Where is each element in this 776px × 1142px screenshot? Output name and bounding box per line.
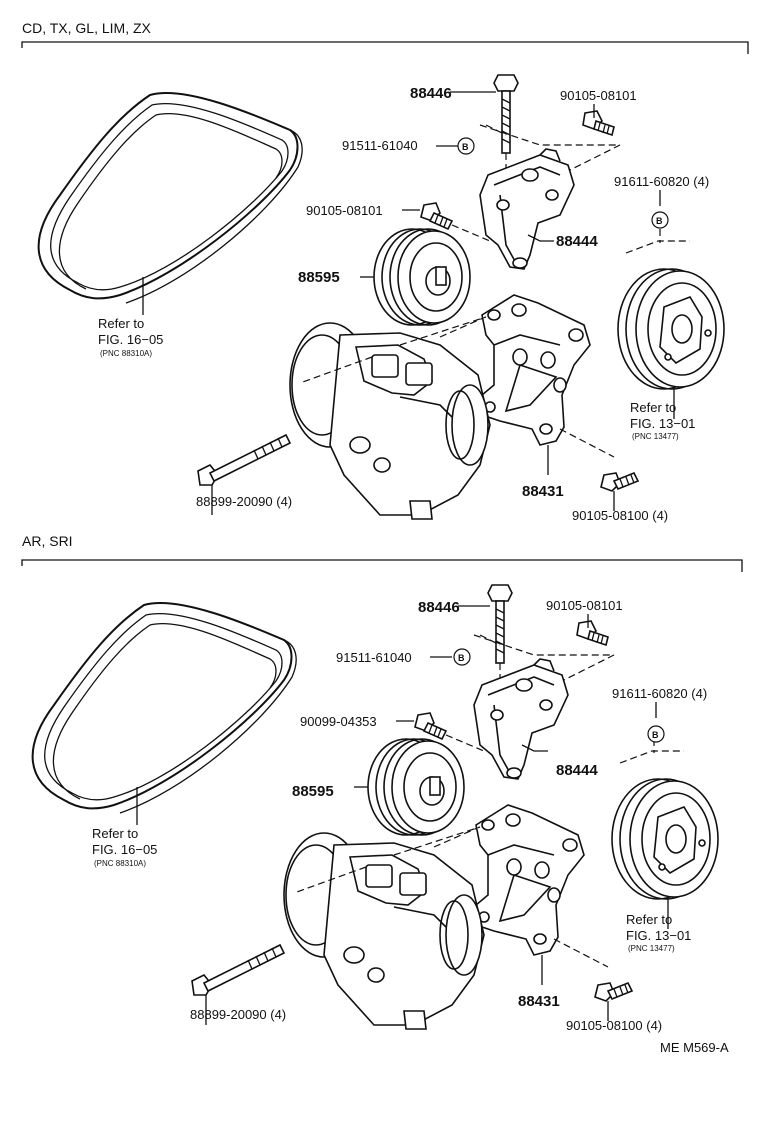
pulley-ref-pnc: (PNC 13477)	[632, 432, 679, 441]
section-1-header: CD, TX, GL, LIM, ZX	[22, 20, 152, 36]
pulley-ref-pnc-2: (PNC 13477)	[628, 944, 675, 953]
part-88595-2: 88595	[292, 783, 334, 800]
part-88446: 88446	[410, 85, 452, 102]
part-88431: 88431	[522, 483, 564, 500]
part-88899-20090: 88899-20090 (4)	[196, 494, 292, 509]
part-91611-60820-2: 91611-60820 (4)	[612, 686, 707, 701]
pulley-ref-line1: Refer to	[630, 400, 676, 415]
part-91511-61040: 91511-61040	[342, 138, 418, 153]
part-91611-60820: 91611-60820 (4)	[614, 174, 709, 189]
b-badge-1: B	[457, 137, 475, 155]
svg-text:B: B	[462, 142, 469, 152]
belt-ref-pnc-2: (PNC 88310A)	[94, 859, 146, 868]
part-88595: 88595	[298, 269, 340, 286]
part-88444: 88444	[556, 233, 598, 250]
pulley-ref-line2: FIG. 13−01	[630, 416, 695, 431]
part-88444-2: 88444	[556, 762, 598, 779]
belt-ref-line2-2: FIG. 16−05	[92, 842, 157, 857]
b-badge-4: B	[647, 725, 665, 743]
part-90105-08101-right-2: 90105-08101	[546, 598, 623, 613]
belt-ref-line1-2: Refer to	[92, 826, 138, 841]
pulley-ref-line1-2: Refer to	[626, 912, 672, 927]
svg-text:B: B	[656, 216, 663, 226]
b-badge-2: B	[651, 211, 669, 229]
footer-code: ME M569-A	[660, 1040, 729, 1055]
part-90105-08101-left: 90105-08101	[306, 203, 383, 218]
section-2-header: AR, SRI	[22, 533, 73, 549]
part-90105-08101-right: 90105-08101	[560, 88, 637, 103]
part-88446-2: 88446	[418, 599, 460, 616]
pulley-ref-line2-2: FIG. 13−01	[626, 928, 691, 943]
part-91511-61040-2: 91511-61040	[336, 650, 412, 665]
svg-text:B: B	[458, 653, 465, 663]
belt-ref-pnc: (PNC 88310A)	[100, 349, 152, 358]
part-88431-2: 88431	[518, 993, 560, 1010]
b-badge-3: B	[453, 648, 471, 666]
section-2-bracket-line	[21, 559, 743, 572]
belt-ref-line1: Refer to	[98, 316, 144, 331]
part-90099-04353: 90099-04353	[300, 714, 377, 729]
belt-ref-line2: FIG. 16−05	[98, 332, 163, 347]
section-1-bracket-line	[21, 41, 749, 54]
part-90105-08100-2: 90105-08100 (4)	[566, 1018, 662, 1033]
part-88899-20090-2: 88899-20090 (4)	[190, 1007, 286, 1022]
svg-text:B: B	[652, 730, 659, 740]
part-90105-08100: 90105-08100 (4)	[572, 508, 668, 523]
